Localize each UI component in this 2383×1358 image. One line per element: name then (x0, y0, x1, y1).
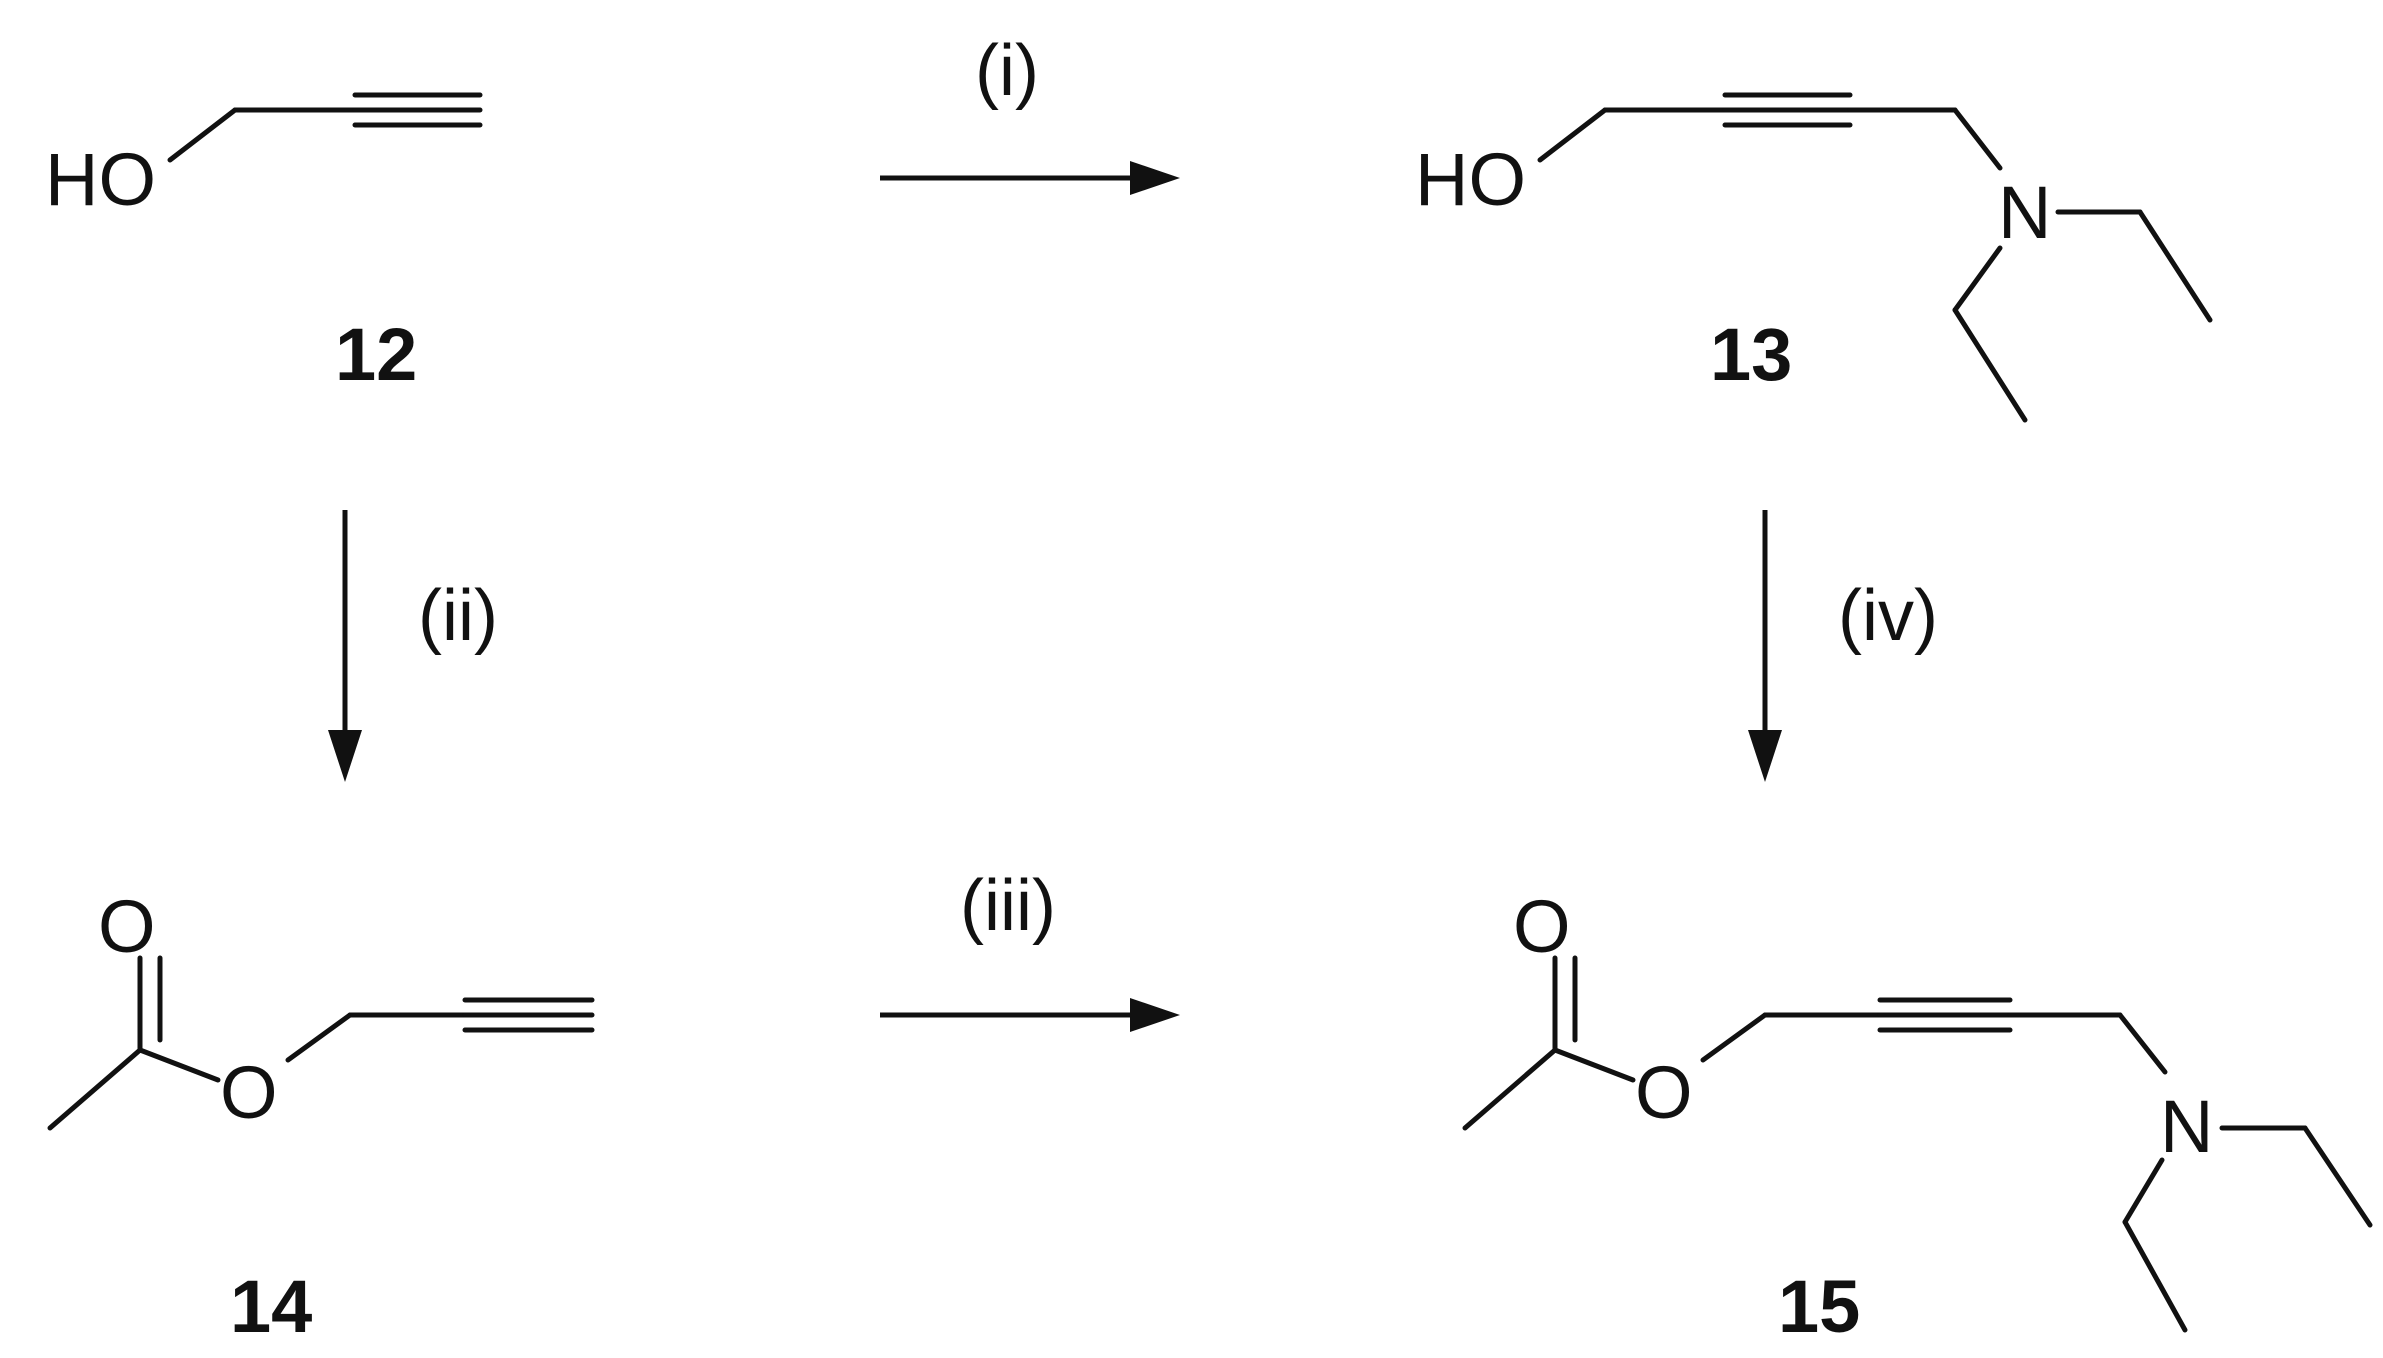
compound-15: O O N 15 (1462, 885, 2373, 1348)
step-label-iii: (iii) (960, 866, 1056, 946)
c14-bonds (47, 955, 595, 1131)
compound-label-12: 12 (335, 313, 417, 396)
compound-14: O O 14 (47, 885, 595, 1348)
c14-carbonyl-oxygen: O (98, 885, 156, 968)
c13-amine-atom: N (1998, 171, 2051, 254)
compound-13: HO N 13 (1415, 92, 2213, 423)
c15-carbonyl-oxygen: O (1513, 885, 1571, 968)
c12-bonds (167, 92, 483, 163)
compound-label-15: 15 (1778, 1265, 1860, 1348)
arrow-step-ii: (ii) (328, 510, 498, 782)
c12-hydroxyl-atom: HO (45, 138, 156, 221)
c15-ester-oxygen: O (1635, 1051, 1693, 1134)
step-label-ii: (ii) (418, 576, 498, 656)
compound-label-13: 13 (1710, 313, 1792, 396)
c13-bonds (1537, 92, 2213, 423)
c15-amine-atom: N (2160, 1085, 2213, 1168)
step-label-iv: (iv) (1838, 576, 1938, 656)
c13-hydroxyl-atom: HO (1415, 138, 1526, 221)
c14-ester-oxygen: O (220, 1051, 278, 1134)
step-label-i: (i) (975, 31, 1039, 111)
arrow-step-iv: (iv) (1748, 510, 1938, 782)
arrow-step-i: (i) (880, 31, 1180, 195)
compound-label-14: 14 (230, 1265, 312, 1348)
compound-12: HO 12 (45, 92, 483, 396)
c15-bonds (1462, 955, 2373, 1333)
arrow-step-iii: (iii) (880, 866, 1180, 1032)
